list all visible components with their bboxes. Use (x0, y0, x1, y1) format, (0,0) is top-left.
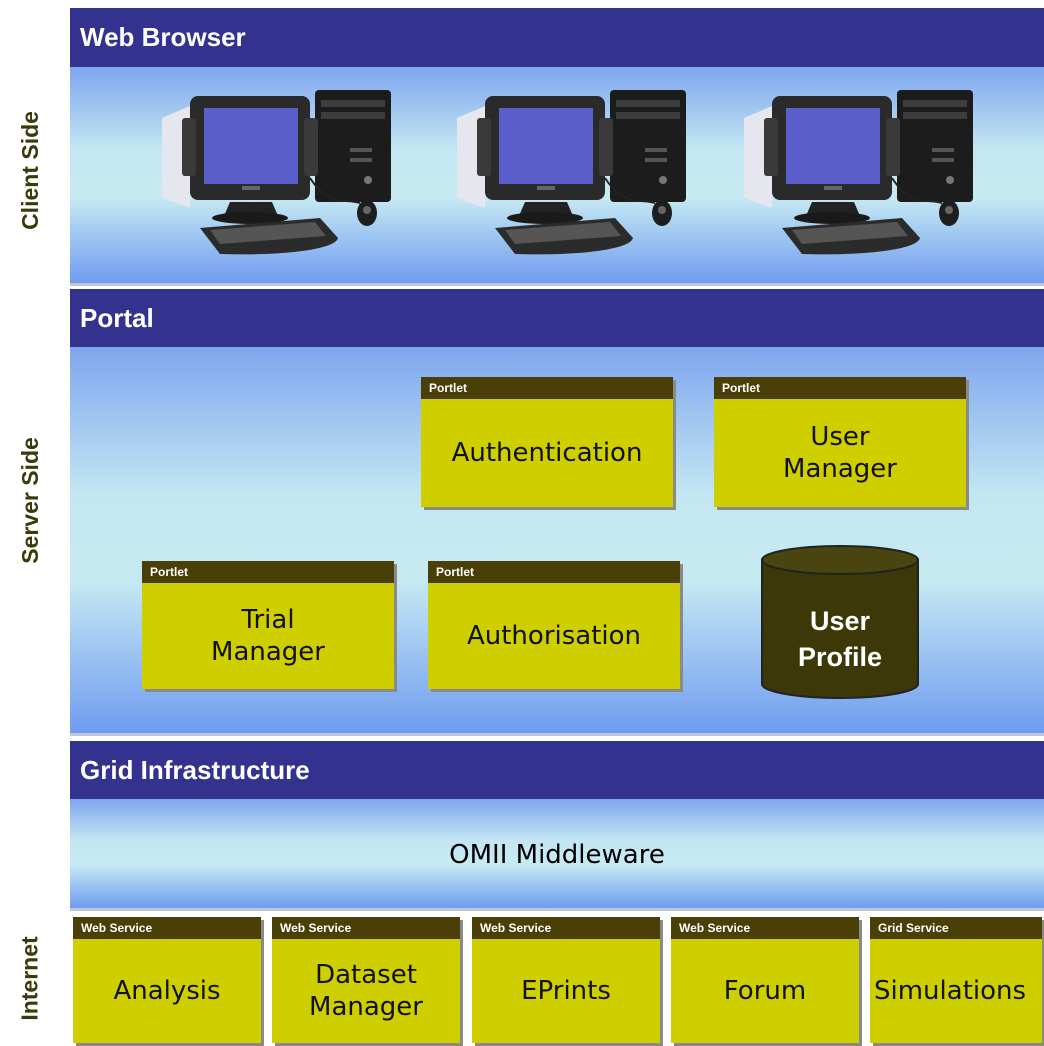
service-tag: Web Service (73, 917, 261, 939)
service-tag: Web Service (272, 917, 460, 939)
portlet-tag: Portlet (142, 561, 394, 583)
portal-header: Portal (70, 289, 1044, 347)
internet-label: Internet (16, 935, 43, 1021)
service-eprints: Web Service EPrints (472, 917, 660, 1043)
portlet-title: Authorisation (466, 620, 642, 651)
web-browser-header: Web Browser (70, 8, 1044, 67)
database-cylinder-icon (761, 545, 919, 699)
service-analysis: Web Service Analysis (73, 917, 261, 1043)
portlet-authentication: Portlet Authentication (421, 377, 673, 507)
server-side-label: Server Side (16, 436, 43, 564)
desktop-computer-icon (743, 89, 974, 256)
service-title: Simulations (874, 975, 1027, 1006)
portlet-title: Authentication (451, 437, 643, 468)
grid-infrastructure-band (70, 799, 1044, 908)
portlet-tag: Portlet (428, 561, 680, 583)
service-title: EPrints (521, 975, 611, 1006)
desktop-computer-icon (162, 90, 391, 255)
service-title: Analysis (113, 975, 221, 1006)
portlet-authorisation: Portlet Authorisation (428, 561, 680, 689)
client-side-label: Client Side (16, 110, 43, 230)
service-title: Forum (723, 975, 807, 1006)
service-tag: Web Service (671, 917, 859, 939)
portlet-tag: Portlet (421, 377, 673, 399)
service-tag: Web Service (472, 917, 660, 939)
portlet-tag: Portlet (714, 377, 966, 399)
grid-infrastructure-header: Grid Infrastructure (70, 741, 1044, 799)
middleware-label: OMII Middleware (449, 840, 665, 870)
user-profile-database: User Profile (797, 606, 883, 672)
service-tag: Grid Service (870, 917, 1042, 939)
desktop-computer-icon (456, 89, 687, 256)
service-forum: Web Service Forum (671, 917, 859, 1043)
service-simulations: Grid Service Simulations (870, 917, 1042, 1043)
